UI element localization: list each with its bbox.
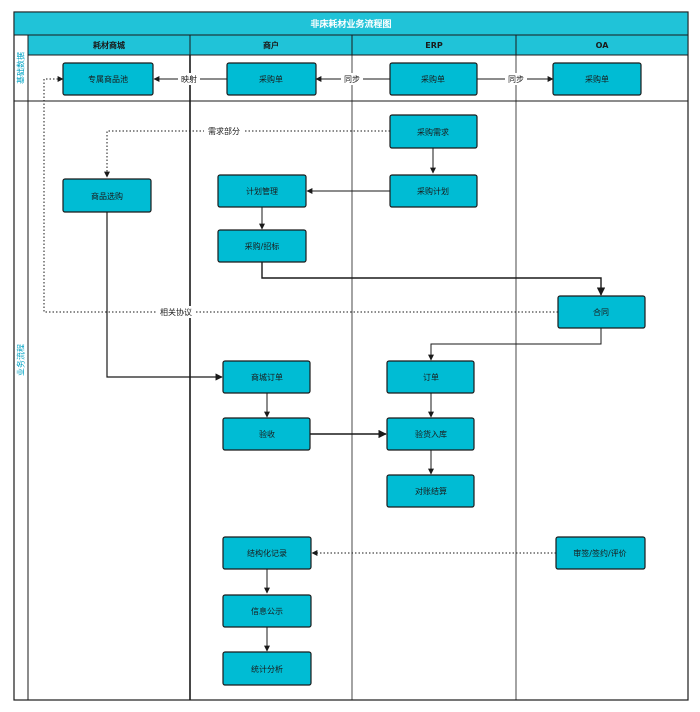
node-erp-purchase-record[interactable]: 采购单 [389, 62, 478, 96]
edge-bid-to-contract [261, 262, 606, 296]
node-label: 商品选购 [91, 191, 123, 201]
node-shop-purchase-record[interactable]: 采购单 [226, 62, 317, 96]
node-label: 专属商品池 [88, 74, 128, 84]
node-approval[interactable]: 审签/签约/评价 [555, 536, 646, 570]
nodes: 专属商品池 采购单 采购单 采购单 采购需求 商品选购 计划管理 [62, 62, 646, 686]
edge-label-mapping: 映射 [181, 74, 197, 84]
node-warehousing[interactable]: 验货入库 [386, 417, 475, 451]
node-label: 计划管理 [246, 186, 278, 196]
node-label: 统计分析 [251, 664, 283, 674]
node-product-select[interactable]: 商品选购 [62, 178, 152, 213]
edge-label-sync-2: 同步 [508, 75, 524, 84]
column-header-row [27, 34, 689, 56]
node-settlement[interactable]: 对账结算 [386, 474, 475, 508]
column-header-erp: ERP [425, 41, 443, 50]
edge-labels: 映射 同步 同步 需求部分 相关协议 [156, 73, 527, 318]
node-label: 采购/招标 [245, 241, 280, 251]
edge-contract-to-order [428, 328, 602, 361]
node-purchase-plan[interactable]: 采购计划 [389, 174, 478, 208]
edge-contract-to-pool-dotted [43, 76, 558, 313]
column-header-shop: 商户 [263, 40, 279, 50]
node-oa-purchase-record[interactable]: 采购单 [552, 62, 642, 96]
node-structured-record[interactable]: 结构化记录 [222, 536, 312, 570]
node-shop-order[interactable]: 商城订单 [222, 360, 311, 394]
dotted-edges [43, 76, 558, 556]
node-acceptance[interactable]: 验收 [222, 417, 311, 451]
diagram-title: 非床耗材业务流程图 [310, 18, 391, 30]
node-purchase-bid[interactable]: 采购/招标 [217, 229, 307, 263]
node-label: 结构化记录 [247, 548, 287, 558]
column-header-oa: OA [596, 41, 610, 50]
lane-label-basic: 基础数据 [16, 52, 26, 84]
node-contract[interactable]: 合同 [557, 295, 646, 329]
edge-label-demand-part: 需求部分 [208, 126, 240, 136]
node-label: 订单 [423, 372, 439, 382]
lane-label-business: 业务流程 [16, 344, 26, 376]
node-mall-product-pool[interactable]: 专属商品池 [62, 62, 154, 96]
node-plan-manage[interactable]: 计划管理 [217, 174, 307, 208]
node-label: 对账结算 [415, 486, 447, 496]
edge-select-to-shoporder [106, 212, 223, 381]
edge-label-sync-1: 同步 [344, 75, 360, 84]
node-erp-order[interactable]: 订单 [386, 360, 475, 394]
node-label: 采购单 [421, 74, 445, 84]
diagram-frame [13, 11, 689, 701]
node-label: 采购单 [259, 74, 283, 84]
node-stats[interactable]: 统计分析 [222, 651, 312, 686]
node-label: 商城订单 [251, 372, 283, 382]
node-label: 验收 [259, 429, 275, 439]
node-label: 采购需求 [417, 127, 449, 137]
node-purchase-request[interactable]: 采购需求 [389, 114, 478, 149]
edge-label-related-agreement: 相关协议 [160, 307, 192, 317]
node-info-public[interactable]: 信息公示 [222, 594, 312, 628]
node-label: 审签/签约/评价 [573, 548, 626, 558]
column-header-mall: 耗材商城 [93, 40, 125, 50]
node-label: 采购计划 [417, 186, 449, 196]
node-label: 验货入库 [415, 429, 447, 439]
node-label: 采购单 [585, 74, 609, 84]
node-label: 合同 [593, 307, 609, 317]
node-label: 信息公示 [251, 606, 283, 616]
